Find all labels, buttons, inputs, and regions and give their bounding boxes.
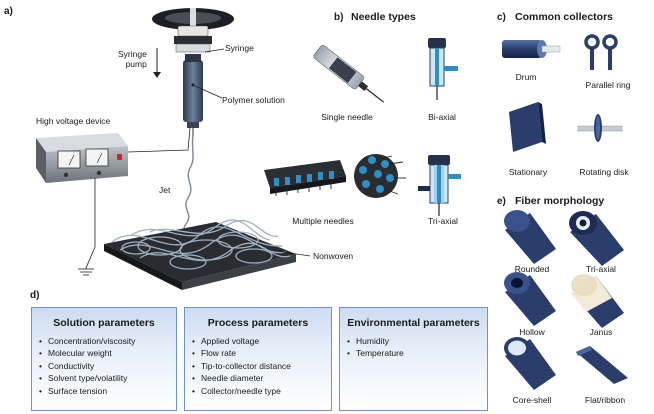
fiber-morphology-title: Fiber morphology bbox=[515, 195, 605, 207]
single-needle-illustration bbox=[313, 45, 384, 103]
common-collectors-title: Common collectors bbox=[515, 11, 614, 23]
needle-types-title: Needle types bbox=[351, 11, 416, 23]
biaxial-label: Bi-axial bbox=[428, 112, 456, 122]
rounded-fiber-illustration bbox=[504, 210, 556, 264]
rotating-disk-collector-illustration bbox=[577, 114, 623, 142]
core-shell-label: Core-shell bbox=[512, 395, 552, 405]
panel-a-letter: a) bbox=[4, 6, 13, 17]
list-item: Molecular weight bbox=[39, 347, 176, 360]
list-item: Solvent type/volatility bbox=[39, 372, 176, 385]
list-item: Surface tension bbox=[39, 385, 176, 398]
janus-fiber-illustration bbox=[571, 274, 624, 328]
nonwoven-illustration bbox=[104, 219, 311, 290]
list-item: Needle diameter bbox=[192, 372, 331, 385]
wiring bbox=[78, 127, 191, 276]
triaxial-fiber-illustration bbox=[569, 211, 624, 266]
high-voltage-device-label: High voltage device bbox=[36, 116, 111, 126]
list-item: Applied voltage bbox=[192, 335, 331, 348]
process-parameters-title: Process parameters bbox=[207, 317, 309, 329]
stationary-collector-illustration bbox=[509, 102, 546, 152]
solution-parameters-box: Solution parameters Concentration/viscos… bbox=[31, 307, 177, 411]
stationary-label: Stationary bbox=[508, 167, 548, 177]
solution-parameters-title: Solution parameters bbox=[53, 317, 155, 329]
syringe-pump-illustration bbox=[152, 8, 234, 53]
polymer-solution-label: Polymer solution bbox=[222, 95, 285, 105]
single-needle-label: Single needle bbox=[321, 112, 373, 122]
syringe-pump-label: Syringe pump bbox=[118, 49, 147, 69]
environmental-parameters-box: Environmental parameters Humidity Temper… bbox=[339, 307, 488, 411]
flat-ribbon-fiber-illustration bbox=[576, 346, 628, 384]
syringe-illustration bbox=[183, 48, 225, 136]
triaxial-fiber-label: Tri-axial bbox=[586, 264, 616, 274]
drum-label: Drum bbox=[515, 72, 537, 82]
triaxial-needle-label: Tri-axial bbox=[428, 216, 458, 226]
list-item: Humidity bbox=[347, 335, 487, 348]
solution-parameters-list: Concentration/viscosity Molecular weight… bbox=[32, 335, 176, 397]
process-parameters-list: Applied voltage Flow rate Tip-to-collect… bbox=[185, 335, 331, 397]
list-item: Flow rate bbox=[192, 347, 331, 360]
biaxial-needle-illustration bbox=[428, 38, 458, 100]
parallel-ring-label: Parallel ring bbox=[585, 80, 631, 90]
panel-b-letter: b) bbox=[334, 12, 344, 23]
panel-c-letter: c) bbox=[497, 12, 506, 23]
multiple-needles-label: Multiple needles bbox=[292, 216, 354, 226]
environmental-parameters-title: Environmental parameters bbox=[347, 317, 480, 329]
hollow-fiber-illustration bbox=[504, 272, 556, 326]
list-item: Tip-to-collector distance bbox=[192, 360, 331, 373]
syringe-pump-arrow bbox=[153, 48, 161, 78]
parallel-ring-collector-illustration bbox=[584, 34, 618, 70]
panel-e-letter: e) bbox=[497, 196, 506, 207]
high-voltage-device-illustration bbox=[36, 133, 128, 183]
rounded-label: Rounded bbox=[514, 264, 550, 274]
list-item: Conductivity bbox=[39, 360, 176, 373]
environmental-parameters-list: Humidity Temperature bbox=[340, 335, 487, 360]
list-item: Collector/needle type bbox=[192, 385, 331, 398]
core-shell-fiber-illustration bbox=[504, 337, 556, 390]
nonwoven-label: Nonwoven bbox=[313, 251, 354, 261]
flat-ribbon-label: Flat/ribbon bbox=[584, 395, 626, 405]
drum-collector-illustration bbox=[502, 40, 561, 58]
list-item: Temperature bbox=[347, 347, 487, 360]
hollow-label: Hollow bbox=[519, 327, 545, 337]
jet-label: Jet bbox=[159, 185, 171, 195]
multiple-needles-illustration bbox=[264, 154, 406, 198]
process-parameters-box: Process parameters Applied voltage Flow … bbox=[184, 307, 332, 411]
janus-label: Janus bbox=[589, 327, 613, 337]
triaxial-needle-illustration bbox=[418, 155, 461, 216]
syringe-label: Syringe bbox=[225, 43, 254, 53]
panel-d-letter: d) bbox=[30, 290, 40, 301]
list-item: Concentration/viscosity bbox=[39, 335, 176, 348]
rotating-disk-label: Rotating disk bbox=[579, 167, 629, 177]
